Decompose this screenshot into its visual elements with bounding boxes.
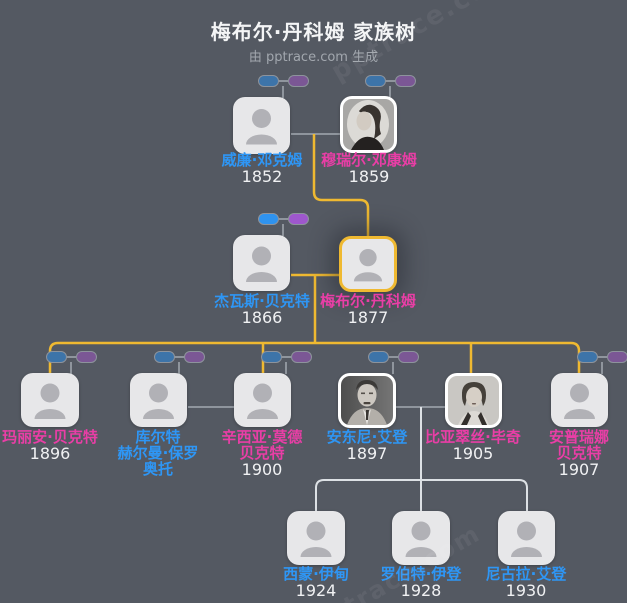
muriel-photo	[343, 99, 394, 150]
person-silhouette-icon	[143, 383, 174, 419]
person-name: 安东尼·艾登	[326, 428, 408, 446]
collapsed-parent-chip-blue[interactable]	[261, 351, 282, 363]
person-year: 1866	[241, 308, 283, 327]
beatrice-photo	[448, 376, 499, 425]
person-name: 贝克特	[556, 444, 602, 462]
person-year: 1924	[295, 581, 337, 600]
person-name: 比亚翠丝·毕奇	[425, 428, 521, 446]
person-year: 1930	[505, 581, 547, 600]
person-silhouette-icon	[246, 109, 277, 145]
person-name: 奥托	[142, 460, 173, 478]
person-name: 罗伯特·伊登	[380, 565, 462, 583]
person-label-robert: 罗伯特·伊登 1928	[351, 566, 491, 599]
collapsed-parent-chip-purple[interactable]	[288, 213, 309, 225]
person-year: 1896	[29, 444, 71, 463]
collapsed-parent-chip-blue[interactable]	[258, 213, 279, 225]
person-label-apollonia: 安普瑞娜 贝克特 1907	[509, 429, 627, 478]
person-label-mabel: 梅布尔·丹科姆 1877	[298, 293, 438, 326]
person-name: 杰瓦斯·贝克特	[214, 292, 310, 310]
person-name: 赫尔曼·保罗	[117, 444, 199, 462]
person-name: 尼古拉·艾登	[485, 565, 567, 583]
person-label-marian: 玛丽安·贝克特 1896	[0, 429, 120, 462]
avatar-kurt[interactable]	[130, 373, 187, 427]
person-year: 1859	[348, 167, 390, 186]
person-label-muriel: 穆瑞尔·邓康姆 1859	[299, 152, 439, 185]
avatar-anthony[interactable]	[338, 373, 396, 428]
person-name: 安普瑞娜	[548, 428, 609, 446]
avatar-cynthia[interactable]	[234, 373, 291, 427]
collapsed-parent-chip-blue[interactable]	[154, 351, 175, 363]
anthony-photo	[341, 376, 393, 425]
avatar-mabel-root[interactable]	[339, 236, 397, 292]
collapsed-parent-chip-blue[interactable]	[258, 75, 279, 87]
person-year: 1905	[452, 444, 494, 463]
collapsed-parent-chip-purple[interactable]	[395, 75, 416, 87]
person-year: 1852	[241, 167, 283, 186]
person-year: 1907	[558, 460, 600, 479]
person-year: 1928	[400, 581, 442, 600]
avatar-apollonia[interactable]	[551, 373, 608, 427]
person-label-cynthia: 辛西亚·莫德 贝克特 1900	[192, 429, 332, 478]
person-label-nicholas: 尼古拉·艾登 1930	[456, 566, 596, 599]
person-name: 穆瑞尔·邓康姆	[321, 151, 417, 169]
person-name: 库尔特	[135, 428, 181, 446]
person-silhouette-icon	[247, 383, 278, 419]
collapsed-parent-chip-blue[interactable]	[365, 75, 386, 87]
person-silhouette-icon	[511, 521, 542, 557]
collapsed-parent-chip-purple[interactable]	[184, 351, 205, 363]
person-silhouette-icon	[300, 521, 332, 557]
avatar-william[interactable]	[233, 97, 290, 154]
collapsed-parent-chip-blue[interactable]	[577, 351, 598, 363]
collapsed-parent-chip-purple[interactable]	[288, 75, 309, 87]
person-label-anthony: 安东尼·艾登 1897	[297, 429, 437, 462]
person-label-beatrice: 比亚翠丝·毕奇 1905	[403, 429, 543, 462]
person-name: 西蒙·伊甸	[283, 565, 349, 583]
avatar-robert[interactable]	[392, 511, 450, 565]
person-name: 梅布尔·丹科姆	[320, 292, 416, 310]
avatar-muriel[interactable]	[340, 96, 397, 153]
collapsed-parent-chip-purple[interactable]	[607, 351, 627, 363]
avatar-nicholas[interactable]	[498, 511, 555, 565]
avatar-simon[interactable]	[287, 511, 345, 565]
person-label-gervase: 杰瓦斯·贝克特 1866	[192, 293, 332, 326]
person-year: 1900	[241, 460, 283, 479]
page-title: 梅布尔·丹科姆 家族树	[210, 20, 417, 44]
collapsed-parent-chip-blue[interactable]	[368, 351, 389, 363]
person-silhouette-icon	[405, 521, 437, 557]
avatar-gervase[interactable]	[233, 235, 290, 291]
person-silhouette-icon	[353, 248, 383, 282]
person-year: 1877	[347, 308, 389, 327]
person-silhouette-icon	[34, 383, 66, 419]
collapsed-parent-chip-purple[interactable]	[398, 351, 419, 363]
person-label-kurt: 库尔特 赫尔曼·保罗 奥托	[88, 429, 228, 477]
collapsed-parent-chip-purple[interactable]	[291, 351, 312, 363]
person-name: 贝克特	[239, 444, 285, 462]
person-name: 辛西亚·莫德	[221, 428, 303, 446]
avatar-beatrice[interactable]	[445, 373, 502, 428]
page-subtitle: 由 pptrace.com 生成	[248, 50, 379, 65]
collapsed-parent-chip-purple[interactable]	[76, 351, 97, 363]
person-silhouette-icon	[246, 246, 277, 282]
avatar-marian[interactable]	[21, 373, 79, 427]
person-year: 1897	[346, 444, 388, 463]
person-label-william: 威廉·邓克姆 1852	[192, 152, 332, 185]
person-name: 玛丽安·贝克特	[2, 428, 98, 446]
person-name: 威廉·邓克姆	[221, 151, 303, 169]
person-label-simon: 西蒙·伊甸 1924	[246, 566, 386, 599]
person-silhouette-icon	[564, 383, 595, 419]
collapsed-parent-chip-blue[interactable]	[46, 351, 67, 363]
